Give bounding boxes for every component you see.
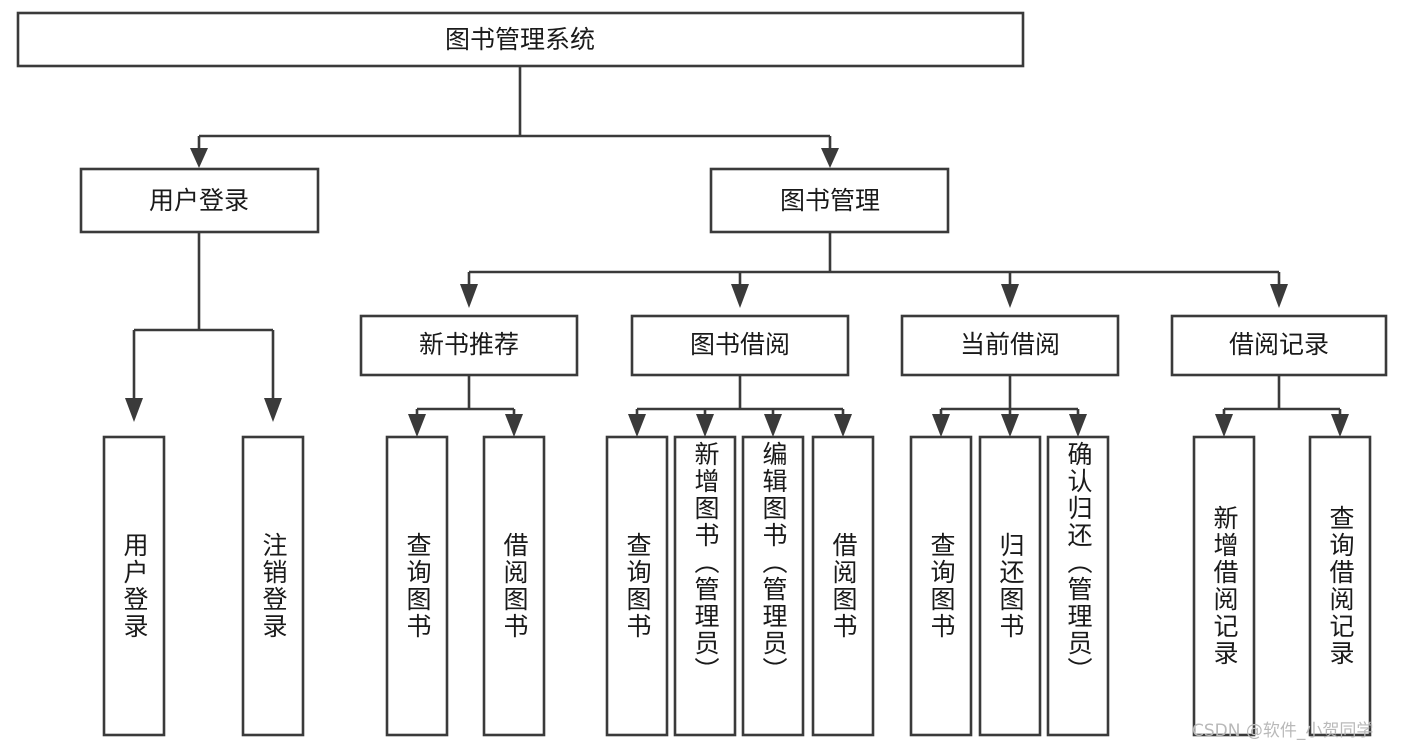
node-user-login-label: 用户登录 [149, 186, 249, 215]
leaf-box-logout[interactable] [241, 435, 305, 737]
node-root-label: 图书管理系统 [445, 25, 595, 54]
leaf-label-logout: 注销登录 [259, 532, 288, 640]
connector-borrow-records-to-leaves [1215, 375, 1349, 437]
leaf-box-borrow-book-recommend[interactable] [482, 435, 546, 737]
node-root-box [16, 11, 1025, 68]
leaf-box-add-borrow-record[interactable] [1192, 435, 1256, 737]
leaf-box-return-book[interactable] [978, 435, 1042, 737]
node-user-login[interactable]: 用户登录 [79, 167, 320, 234]
connector-book-borrow-to-leaves [628, 375, 852, 437]
leaf-label-query-book-current: 查询图书 [927, 532, 956, 640]
leaf-label-edit-book-admin: 编辑图书（管理员） [759, 441, 788, 684]
connector-new-book-recommend-to-leaves [408, 375, 523, 437]
node-book-borrow-box [630, 314, 850, 377]
leaf-box-query-book-recommend[interactable] [385, 435, 449, 737]
connector-root-to-level2 [190, 66, 839, 168]
node-book-management[interactable]: 图书管理 [709, 167, 950, 234]
node-book-borrow[interactable]: 图书借阅 [630, 314, 850, 377]
leaf-box-edit-book-admin[interactable] [741, 435, 805, 737]
node-new-book-recommend[interactable]: 新书推荐 [359, 314, 579, 377]
leaf-label-query-borrow-record: 查询借阅记录 [1326, 505, 1355, 667]
leaf-box-confirm-return-admin[interactable] [1046, 435, 1110, 737]
leaf-label-user-login: 用户登录 [120, 532, 149, 640]
leaf-label-return-book: 归还图书 [996, 532, 1025, 640]
leaf-label-borrow-book-recommend: 借阅图书 [500, 532, 529, 640]
leaf-box-user-login[interactable] [102, 435, 166, 737]
node-borrow-records[interactable]: 借阅记录 [1170, 314, 1388, 377]
leaf-box-query-book-current[interactable] [909, 435, 973, 737]
csdn-watermark: CSDN @软件_小贺同学 [1192, 721, 1374, 741]
arrow-to-book-management-icon [821, 148, 839, 168]
node-current-borrow-box [900, 314, 1120, 377]
node-borrow-records-label: 借阅记录 [1229, 330, 1329, 359]
leaf-label-add-borrow-record: 新增借阅记录 [1210, 505, 1239, 667]
connector-book-management-to-level3 [460, 232, 1288, 308]
connector-user-login-to-leaves [125, 232, 282, 422]
node-new-book-recommend-label: 新书推荐 [419, 330, 519, 359]
node-new-book-recommend-box [359, 314, 579, 377]
leaf-label-borrow-book: 借阅图书 [829, 532, 858, 640]
leaf-label-add-book-admin: 新增图书（管理员） [691, 441, 720, 684]
leaf-box-query-book-borrow[interactable] [605, 435, 669, 737]
leaf-label-query-book-borrow: 查询图书 [623, 532, 652, 640]
leaf-box-borrow-book[interactable] [811, 435, 875, 737]
node-root-book-management-system[interactable]: 图书管理系统 [16, 11, 1025, 68]
connector-current-borrow-to-leaves [932, 375, 1087, 437]
leaf-box-add-book-admin[interactable] [673, 435, 737, 737]
leaf-label-confirm-return-admin: 确认归还（管理员） [1064, 441, 1093, 684]
leaf-label-query-book-recommend: 查询图书 [403, 532, 432, 640]
node-book-management-label: 图书管理 [780, 186, 880, 215]
node-book-borrow-label: 图书借阅 [690, 330, 790, 359]
leaf-box-query-borrow-record[interactable] [1308, 435, 1372, 737]
node-current-borrow[interactable]: 当前借阅 [900, 314, 1120, 377]
arrow-to-user-login-icon [190, 148, 208, 168]
node-current-borrow-label: 当前借阅 [960, 330, 1060, 359]
